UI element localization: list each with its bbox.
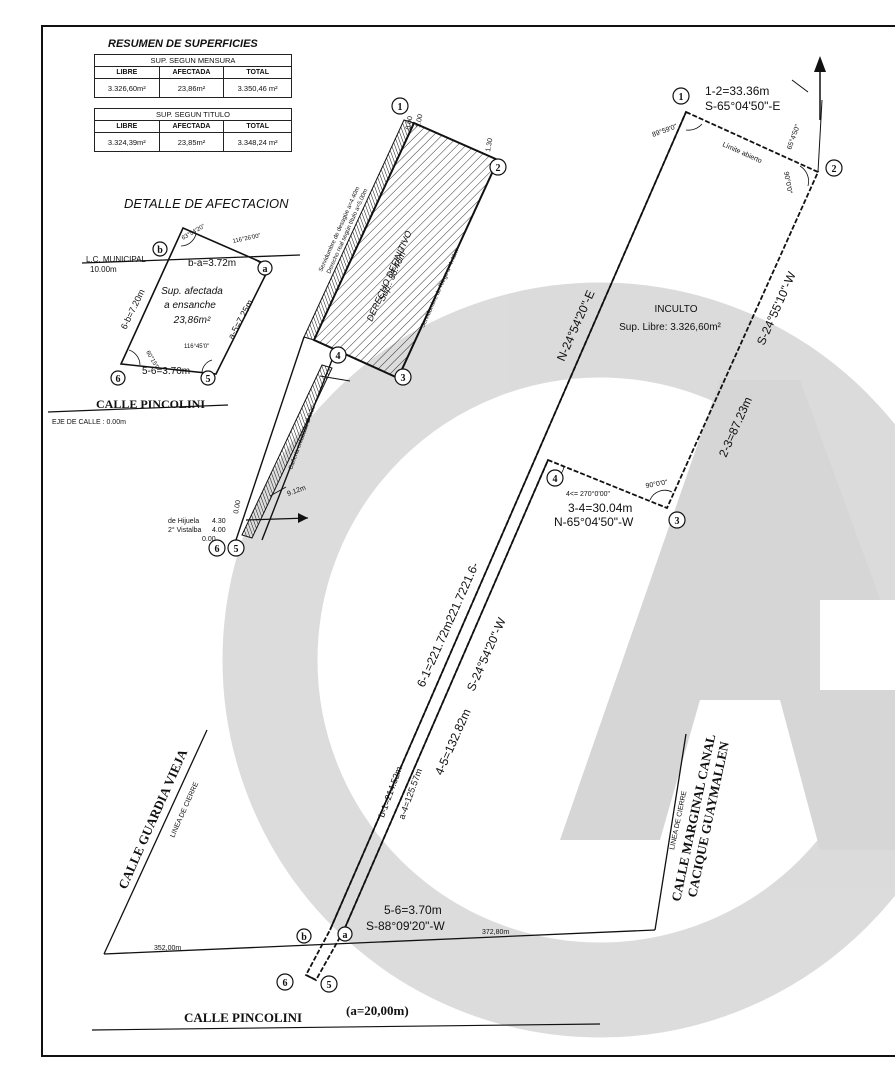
north-arrow-icon (791, 56, 826, 120)
free-area-label: Sup. Libre: 3.326,60m² (619, 322, 721, 333)
a5-label: a-5=7.25m (226, 298, 255, 341)
lot-point-4: 4 (553, 474, 558, 485)
titulo-afectada: 23,85m² (158, 132, 225, 152)
vistalba-label: 2° Vistalba (168, 526, 202, 534)
titulo-total: 3.348,24 m² (223, 132, 292, 152)
detail-point-5: 5 (206, 374, 211, 385)
angle-4-label: 4<= 270°0'00" (566, 490, 611, 498)
detail-point-6: 6 (116, 374, 121, 385)
lot-point-1: 1 (679, 92, 684, 103)
lot-point-b: b (301, 932, 307, 943)
top-level-0: 0.00 (405, 116, 414, 131)
detail-title: DETALLE DE AFECTACION (124, 196, 289, 211)
side-45-distance: 4-5=132.82m (432, 707, 474, 778)
bottom-level: 0.00 (233, 500, 242, 515)
sheet-frame (41, 25, 895, 1057)
mensura-header-afectada: AFECTADA (158, 66, 225, 79)
hijuela-label: de Hijuela (168, 518, 199, 525)
side-12-bearing: S-65°04'50"-E (705, 99, 780, 113)
profile-point-5: 5 (234, 544, 239, 555)
inculto-label: INCULTO (655, 304, 698, 315)
distance-352: 352,00m (154, 945, 181, 952)
mensura-libre: 3.326,60m² (94, 78, 160, 98)
angle-2b: 90°0'0" (782, 171, 794, 195)
summary-table-titulo: SUP. SEGUN TITULO LIBRE AFECTADA TOTAL 3… (94, 108, 292, 152)
affected-area-line1: Sup. afectada (161, 286, 223, 297)
hijuela-value: 4.30 (212, 518, 226, 525)
street-pincolini: CALLE PINCOLINI (184, 1010, 302, 1025)
profile-point-4: 4 (336, 351, 341, 362)
profile-point-6: 6 (215, 544, 220, 555)
mensura-caption: SUP. SEGUN MENSURA (94, 54, 292, 67)
b6-label: 6-b=7.20m (119, 288, 147, 331)
detail-point-a: a (263, 264, 268, 275)
lot-point-3: 3 (675, 516, 680, 527)
lot-point-5: 5 (327, 980, 332, 991)
vistalba-value: 4.00 (212, 527, 226, 534)
lot-point-6: 6 (283, 978, 288, 989)
zero-label: 0.00 (202, 536, 216, 543)
detail-diagram: L.C. MUNICIPAL 10.00m b-a=3.72m a-5=7.25… (47, 224, 301, 426)
mensura-header-total: TOTAL (223, 66, 292, 79)
mensura-total: 3.350,46 m² (223, 78, 292, 98)
lc-distance: 10.00m (90, 265, 117, 274)
affected-area-line2: a ensanche (164, 300, 216, 311)
titulo-header-libre: LIBRE (94, 120, 160, 133)
street-width: (a=20,00m) (346, 1003, 409, 1018)
detail-street-label: CALLE PINCOLINI (96, 397, 205, 411)
s56-detail-label: 5-6=3.70m (142, 366, 190, 377)
detail-point-b: b (157, 245, 163, 256)
lc-municipal-label: L.C. MUNICIPAL (86, 255, 146, 264)
watermark (222, 282, 895, 1038)
mensura-header-libre: LIBRE (94, 66, 160, 79)
lot-point-a: a (343, 930, 348, 941)
side-56-bearing: S-88°09'20"-W (366, 919, 445, 933)
profile-point-3: 3 (401, 373, 406, 384)
angle-3: 90°0'0" (645, 478, 669, 490)
closing-line-left: LINEA DE CIERRE (169, 781, 200, 839)
side-34-distance: 3-4=30.04m (568, 501, 632, 515)
angle-2: 65°4'50" (785, 123, 802, 151)
summary-table-mensura: SUP. SEGUN MENSURA LIBRE AFECTADA TOTAL … (94, 54, 292, 98)
summary-title: RESUMEN DE SUPERFICIES (108, 38, 258, 50)
angle-tr: 116°26'00" (232, 233, 261, 245)
affected-area-line3: 23,86m² (173, 315, 211, 326)
titulo-header-total: TOTAL (223, 120, 292, 133)
side-45-bearing: S-24°54'20"-W (464, 615, 509, 693)
titulo-header-afectada: AFECTADA (158, 120, 225, 133)
side-34-bearing: N-65°04'50"-W (554, 515, 634, 529)
side-56-distance: 5-6=3.70m (384, 903, 442, 917)
titulo-libre: 3.324,39m² (94, 132, 160, 152)
lot-point-2: 2 (832, 164, 837, 175)
angle-br: 116°45'0" (184, 344, 209, 350)
mensura-afectada: 23,86m² (158, 78, 225, 98)
ba-label: b-a=3.72m (188, 258, 236, 269)
top-level-1: 1.00 (415, 114, 424, 129)
right-level: 1.30 (485, 138, 494, 153)
profile-point-1: 1 (398, 102, 403, 113)
titulo-caption: SUP. SEGUN TITULO (94, 108, 292, 121)
eje-calle-label: EJE DE CALLE : 0.00m (52, 419, 126, 426)
profile-point-2: 2 (496, 163, 501, 174)
side-12-distance: 1-2=33.36m (705, 84, 769, 98)
easement-section: Servidumbre de desagüe a=4.40m Derecho r… (168, 97, 507, 557)
distance-372: 372,80m (482, 929, 509, 936)
